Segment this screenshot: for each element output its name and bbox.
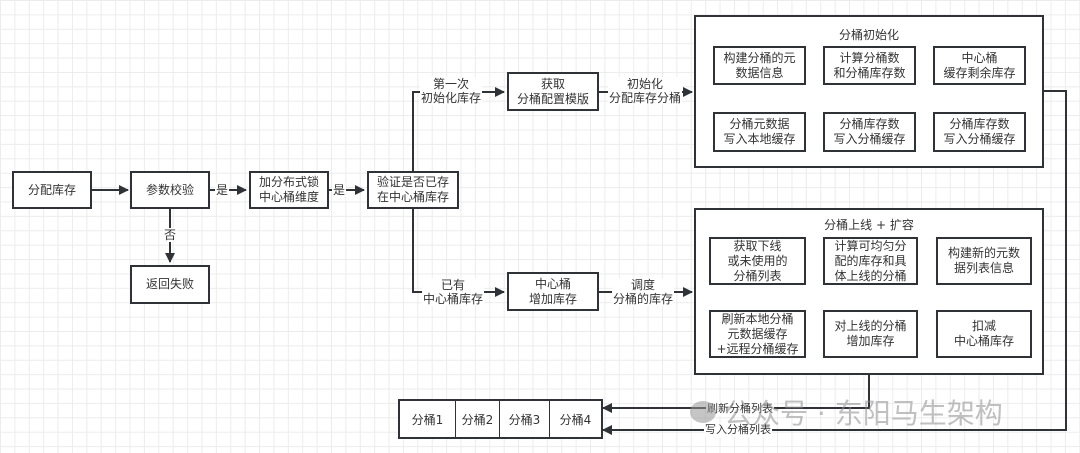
edge-init-to-buckets — [602, 90, 1067, 435]
label-dispatch: 调度 分桶的库存 — [612, 278, 675, 306]
label-yes-2: 是 — [332, 183, 347, 197]
group-title: 分桶初始化 — [838, 28, 899, 42]
online-step-3: 构建新的元数 据列表信息 — [936, 237, 1032, 285]
label-write-list: 写入分桶列表 — [704, 423, 772, 437]
label-init-alloc: 初始化 分配库存分桶 — [608, 77, 683, 105]
label-yes-1: 是 — [215, 183, 230, 197]
init-step-2: 计算分桶数 和分桶库存数 — [823, 46, 916, 85]
bucket-4: 分桶4 — [559, 412, 592, 427]
online-step-6: 刷新本地分桶 元数据缓存 +远程分桶缓存 — [709, 310, 806, 358]
online-step-4: 扣减 中心桶库存 — [936, 310, 1032, 358]
node-verify-exists: 验证是否已存 在中心桶库存 — [367, 171, 459, 209]
init-step-6: 分桶元数据 写入本地缓存 — [713, 112, 806, 152]
label-refresh-list: 刷新分桶列表 — [706, 402, 774, 416]
bucket-1: 分桶1 — [400, 401, 456, 437]
online-step-5: 对上线的分桶 增加库存 — [823, 310, 918, 358]
node-param-check: 参数校验 — [130, 171, 210, 209]
online-step-2: 计算可均匀分 配的库存和具 体上线的分桶 — [823, 237, 918, 285]
label-no: 否 — [163, 228, 178, 242]
init-step-3: 中心桶 缓存剩余库存 — [933, 46, 1026, 85]
node-return-fail: 返回失败 — [130, 265, 210, 304]
group-title: 分桶上线 + 扩容 — [824, 218, 914, 232]
label-first-init: 第一次 初始化库存 — [420, 77, 483, 105]
bucket-3: 分桶3 — [500, 401, 550, 437]
online-step-1: 获取下线 或未使用的 分桶列表 — [709, 237, 806, 285]
node-add-lock: 加分布式锁 中心桶维度 — [249, 171, 329, 209]
label-has-center: 已有 中心桶库存 — [422, 278, 485, 306]
bucket-2: 分桶2 — [456, 401, 500, 437]
init-step-4: 分桶库存数 写入分桶缓存 — [933, 112, 1026, 152]
node-allocate-stock: 分配库存 — [12, 171, 92, 209]
init-step-5: 分桶库存数 写入分桶缓存 — [823, 112, 916, 152]
node-get-template: 获取 分桶配置模版 — [507, 72, 599, 111]
bucket-list: 分桶1 分桶2 分桶3 分桶4 — [398, 399, 603, 439]
init-step-1: 构建分桶的元 数据信息 — [713, 46, 806, 85]
node-center-add-stock: 中心桶 增加库存 — [507, 272, 599, 311]
